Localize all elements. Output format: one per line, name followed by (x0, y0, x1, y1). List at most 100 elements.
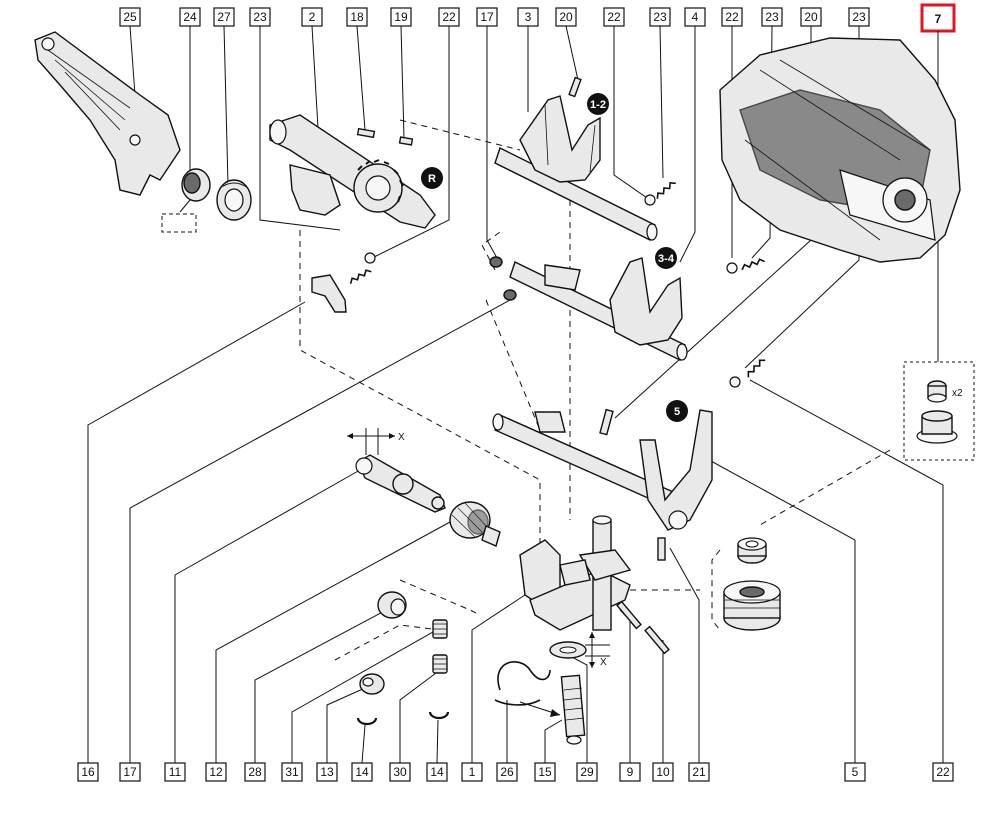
shift-rod-5 (492, 409, 713, 531)
roll-pin-part-20b (599, 408, 614, 436)
assembly-dashed-lines (299, 119, 891, 661)
washer-part-29 (549, 641, 587, 659)
gear-badge-3-4: 3-4 (655, 247, 677, 269)
callout-top-19: 19 (390, 7, 412, 27)
callout-bottom-13: 13 (316, 762, 338, 782)
bush-part-24 (181, 168, 211, 202)
callout-bottom-9: 9 (619, 762, 641, 782)
dimension-x-bottom: X (585, 632, 610, 668)
callout-bottom-29: 29 (576, 762, 598, 782)
svg-text:23: 23 (852, 10, 866, 24)
callout-top-24: 24 (179, 7, 201, 27)
selector-finger-part-15 (560, 674, 586, 745)
svg-text:14: 14 (355, 765, 369, 779)
pin-part-10 (644, 625, 670, 655)
callout-bottom-16: 16 (77, 762, 99, 782)
callout-top-20a: 20 (555, 7, 577, 27)
callout-bottom-17: 17 (119, 762, 141, 782)
svg-text:7: 7 (935, 12, 942, 26)
circlip-part-26 (494, 661, 561, 717)
ball-part-22b (644, 194, 656, 206)
bottom-callouts: 16 17 11 12 28 31 13 14 30 14 1 26 15 29… (77, 762, 954, 782)
gearbox-housing (719, 37, 961, 263)
ball-part-22c (726, 262, 738, 274)
svg-text:15: 15 (538, 765, 552, 779)
bushing-detail-box: x2 (903, 361, 975, 461)
svg-text:28: 28 (248, 765, 262, 779)
bearing-sleeve-part-27 (216, 179, 252, 221)
callout-top-18: 18 (346, 7, 368, 27)
callout-top-2: 2 (301, 7, 323, 27)
callout-top-23a: 23 (249, 7, 271, 27)
svg-text:24: 24 (183, 10, 197, 24)
callout-bottom-14a: 14 (351, 762, 373, 782)
gear-badge-r: R (421, 167, 443, 189)
svg-text:26: 26 (500, 765, 514, 779)
svg-text:18: 18 (350, 10, 364, 24)
spring-cup-part-31 (432, 619, 448, 639)
spring-part-23b (656, 181, 676, 199)
callout-top-20b: 20 (800, 7, 822, 27)
svg-text:20: 20 (804, 10, 818, 24)
callout-bottom-11: 11 (164, 762, 186, 782)
shift-rod-3-4 (509, 257, 688, 361)
ball-joint-part-12 (449, 501, 501, 547)
svg-text:22: 22 (725, 10, 739, 24)
selector-housing-part-1 (519, 515, 632, 631)
detent-part-17 (489, 256, 503, 268)
svg-text:X: X (398, 432, 405, 443)
callout-bottom-1: 1 (461, 762, 483, 782)
callout-top-7-highlighted: 7 (920, 3, 956, 33)
svg-text:17: 17 (480, 10, 494, 24)
callout-bottom-14b: 14 (426, 762, 448, 782)
callout-bottom-22: 22 (932, 762, 954, 782)
large-bushing-icon (916, 410, 958, 444)
svg-text:23: 23 (765, 10, 779, 24)
svg-text:14: 14 (430, 765, 444, 779)
ball-part-22d (729, 376, 741, 388)
interlock-part-17b (503, 289, 517, 301)
callout-top-22b: 22 (603, 7, 625, 27)
svg-text:4: 4 (692, 10, 699, 24)
reverse-shift-shaft (269, 114, 436, 229)
callout-top-23b: 23 (649, 7, 671, 27)
spring-part-30 (432, 654, 448, 674)
svg-text:9: 9 (627, 765, 634, 779)
pin-part-18 (356, 127, 376, 139)
quantity-label: x2 (952, 388, 963, 399)
svg-text:11: 11 (169, 765, 182, 779)
clutch-release-fork (34, 31, 181, 196)
svg-text:2: 2 (309, 10, 316, 24)
svg-text:23: 23 (253, 10, 267, 24)
circlip-part-14a (356, 717, 378, 726)
svg-text:12: 12 (209, 765, 223, 779)
callout-bottom-5: 5 (844, 762, 866, 782)
svg-text:1-2: 1-2 (590, 99, 606, 111)
callout-top-23d: 23 (848, 7, 870, 27)
spring-part-23a (349, 269, 372, 284)
pin-part-9 (616, 600, 642, 630)
roll-pin-part-20a (568, 76, 582, 98)
svg-text:19: 19 (394, 10, 408, 24)
svg-text:5: 5 (674, 406, 680, 418)
svg-text:17: 17 (123, 765, 137, 779)
pin-part-19 (398, 136, 414, 146)
svg-text:25: 25 (123, 10, 137, 24)
synchro-sleeve-large (723, 580, 781, 631)
svg-text:22: 22 (442, 10, 456, 24)
sleeve-part-13 (359, 673, 385, 695)
svg-text:X: X (600, 657, 607, 668)
callout-bottom-31: 31 (281, 762, 303, 782)
svg-text:13: 13 (320, 765, 334, 779)
callout-top-3: 3 (517, 7, 539, 27)
svg-text:3-4: 3-4 (658, 253, 675, 265)
svg-text:21: 21 (692, 765, 706, 779)
dimension-x-top: X (347, 428, 405, 455)
svg-text:1: 1 (469, 765, 476, 779)
roll-pin-part-21 (657, 537, 666, 561)
svg-text:20: 20 (559, 10, 573, 24)
svg-text:22: 22 (936, 765, 950, 779)
bottom-leader-lines (87, 299, 944, 764)
callout-top-22a: 22 (438, 7, 460, 27)
